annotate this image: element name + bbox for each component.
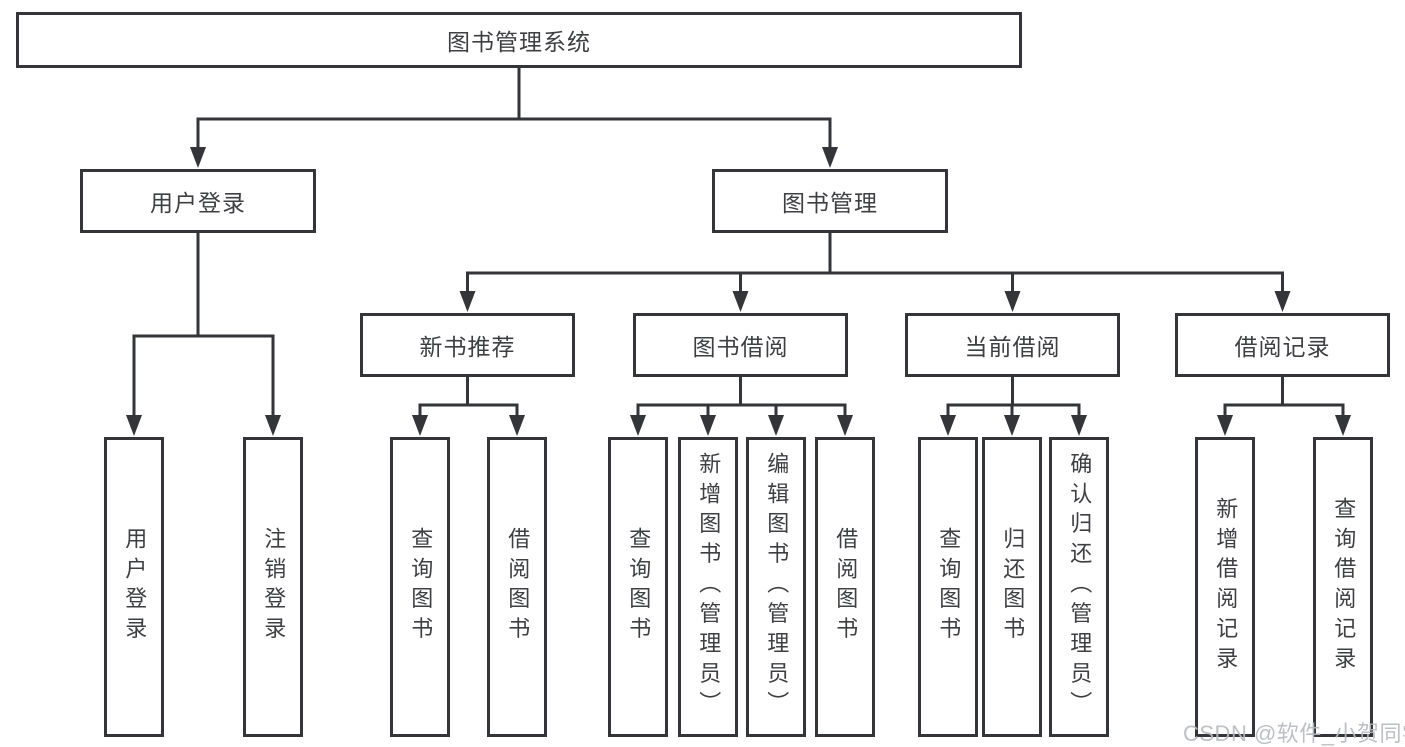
node-library-system: 图书管理系统 bbox=[16, 12, 1022, 68]
node-library-system-label: 图书管理系统 bbox=[447, 29, 591, 55]
node-leaf-user-login-label: 用户登录 bbox=[122, 527, 148, 647]
node-leaf-user-login: 用户登录 bbox=[104, 437, 164, 737]
node-new-book-recommend: 新书推荐 bbox=[360, 313, 575, 377]
node-leaf-add-books-admin-label: 新增图书（管理员） bbox=[696, 452, 722, 722]
node-leaf-current-query-books-label: 查询图书 bbox=[936, 527, 962, 647]
node-user-login-label: 用户登录 bbox=[150, 190, 246, 216]
node-book-borrowing-label: 图书借阅 bbox=[692, 334, 789, 360]
node-leaf-recommend-borrow-books: 借阅图书 bbox=[487, 437, 547, 737]
node-leaf-borrowing-query-books: 查询图书 bbox=[608, 437, 668, 737]
node-user-login: 用户登录 bbox=[80, 169, 316, 233]
node-leaf-query-borrow-record-label: 查询借阅记录 bbox=[1331, 497, 1357, 677]
node-leaf-return-books: 归还图书 bbox=[982, 437, 1042, 737]
node-book-management-label: 图书管理 bbox=[782, 190, 878, 216]
node-leaf-add-books-admin: 新增图书（管理员） bbox=[678, 437, 738, 737]
watermark: CSDN @软件_小贺同学 bbox=[1183, 721, 1405, 746]
node-book-borrowing: 图书借阅 bbox=[633, 313, 848, 377]
node-leaf-recommend-query-books-label: 查询图书 bbox=[408, 527, 434, 647]
node-leaf-add-borrow-record-label: 新增借阅记录 bbox=[1213, 497, 1239, 677]
node-borrowing-records-label: 借阅记录 bbox=[1234, 334, 1331, 360]
node-leaf-edit-books-admin: 编辑图书（管理员） bbox=[746, 437, 806, 737]
node-leaf-confirm-return-admin-label: 确认归还（管理员） bbox=[1067, 452, 1093, 722]
node-new-book-recommend-label: 新书推荐 bbox=[419, 334, 516, 360]
node-current-borrowing-label: 当前借阅 bbox=[964, 334, 1061, 360]
node-leaf-confirm-return-admin: 确认归还（管理员） bbox=[1049, 437, 1109, 737]
node-leaf-current-query-books: 查询图书 bbox=[918, 437, 978, 737]
node-leaf-query-borrow-record: 查询借阅记录 bbox=[1313, 437, 1373, 737]
node-leaf-borrowing-query-books-label: 查询图书 bbox=[626, 527, 652, 647]
node-leaf-recommend-query-books: 查询图书 bbox=[390, 437, 450, 737]
node-book-management: 图书管理 bbox=[712, 169, 948, 233]
node-leaf-borrowing-borrow-books-label: 借阅图书 bbox=[833, 527, 859, 647]
node-leaf-recommend-borrow-books-label: 借阅图书 bbox=[505, 527, 531, 647]
node-leaf-edit-books-admin-label: 编辑图书（管理员） bbox=[764, 452, 790, 722]
node-leaf-logout-label: 注销登录 bbox=[261, 527, 287, 647]
node-current-borrowing: 当前借阅 bbox=[905, 313, 1120, 377]
node-leaf-return-books-label: 归还图书 bbox=[1000, 527, 1026, 647]
node-leaf-logout: 注销登录 bbox=[243, 437, 303, 737]
node-leaf-borrowing-borrow-books: 借阅图书 bbox=[815, 437, 875, 737]
node-leaf-add-borrow-record: 新增借阅记录 bbox=[1195, 437, 1255, 737]
node-borrowing-records: 借阅记录 bbox=[1175, 313, 1390, 377]
